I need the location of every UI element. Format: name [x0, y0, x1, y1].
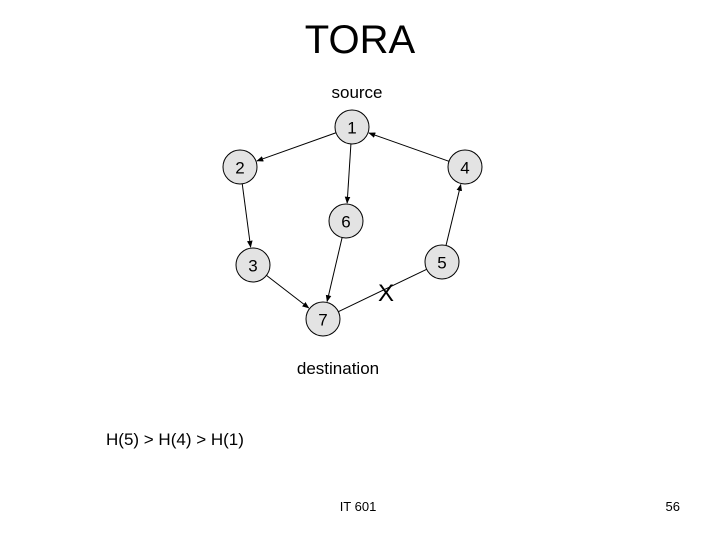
node-circle [334, 109, 370, 145]
node-label: 6 [341, 213, 350, 232]
nodes: 1 2 4 6 3 5 7 [222, 109, 483, 337]
edges [241, 132, 463, 313]
node-6: 6 [328, 203, 364, 239]
node-5: 5 [424, 244, 460, 280]
edge-6-to-7 [325, 237, 343, 303]
node-2: 2 [222, 149, 258, 185]
node-3: 3 [235, 247, 271, 283]
node-label: 4 [460, 159, 469, 178]
footer-text: IT 601 [339, 499, 377, 514]
edge-1-to-2 [256, 132, 337, 162]
node-circle [424, 244, 460, 280]
node-label: 7 [318, 311, 327, 330]
edge-3-to-7 [266, 274, 310, 309]
height-ordering-text: H(5) > H(4) > H(1) [106, 430, 244, 449]
node-circle [235, 247, 271, 283]
page-number: 56 [665, 499, 680, 514]
edge-2-to-3 [241, 183, 253, 248]
node-circle [447, 149, 483, 185]
node-circle [305, 301, 341, 337]
edge-5-to-4 [445, 183, 463, 246]
broken-link-mark: X [378, 280, 395, 307]
source-label: source [331, 83, 383, 102]
node-circle [222, 149, 258, 185]
node-4: 4 [447, 149, 483, 185]
node-label: 2 [235, 159, 244, 178]
slide-title: TORA [304, 18, 416, 62]
node-label: 1 [347, 119, 356, 138]
destination-label: destination [296, 359, 380, 378]
node-label: 5 [437, 254, 446, 273]
node-7: 7 [305, 301, 341, 337]
edge-1-to-6 [344, 143, 352, 204]
node-1: 1 [334, 109, 370, 145]
edge-4-to-1 [368, 132, 450, 162]
node-circle [328, 203, 364, 239]
link-7-5 [338, 268, 427, 313]
node-label: 3 [248, 257, 257, 276]
